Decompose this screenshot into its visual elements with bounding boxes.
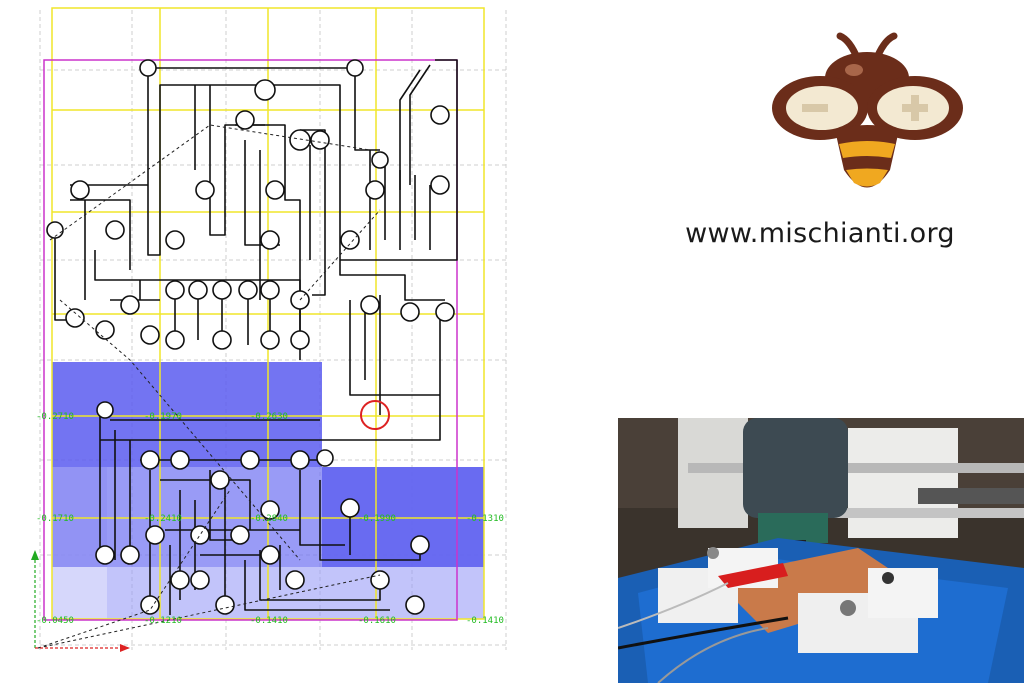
height-label: -0.1970: [144, 412, 182, 422]
height-label: -0.2840: [250, 514, 288, 524]
height-label: -0.1610: [358, 616, 396, 626]
bee-logo-icon: [772, 32, 963, 188]
branding: [640, 20, 1010, 280]
height-label: -0.2710: [36, 412, 74, 422]
height-label: -0.0450: [36, 616, 74, 626]
cnc-engraving-photo: [618, 418, 1024, 683]
height-label: -0.2630: [250, 412, 288, 422]
tool-position-marker: [360, 400, 390, 430]
pcb-pads: [46, 59, 455, 615]
height-map-labels: -0.2710 -0.1970 -0.2630 -0.1710 -0.2410 …: [36, 412, 504, 626]
site-url[interactable]: www.mischianti.org: [685, 218, 955, 249]
origin-axes: [31, 550, 130, 652]
height-label: -0.1410: [250, 616, 288, 626]
height-label: -0.1990: [358, 514, 396, 524]
cam-toolpath-view[interactable]: -0.2710 -0.1970 -0.2630 -0.1710 -0.2410 …: [0, 0, 520, 683]
photo-illustration: [618, 418, 1024, 683]
height-label: -0.2410: [144, 514, 182, 524]
toolpath-canvas: -0.2710 -0.1970 -0.2630 -0.1710 -0.2410 …: [31, 7, 507, 652]
rapid-moves: [37, 124, 381, 649]
height-label: -0.1710: [36, 514, 74, 524]
height-label: -0.1410: [466, 616, 504, 626]
height-label: -0.1310: [466, 514, 504, 524]
board-outline: [43, 59, 458, 621]
height-label: -0.1210: [144, 616, 182, 626]
